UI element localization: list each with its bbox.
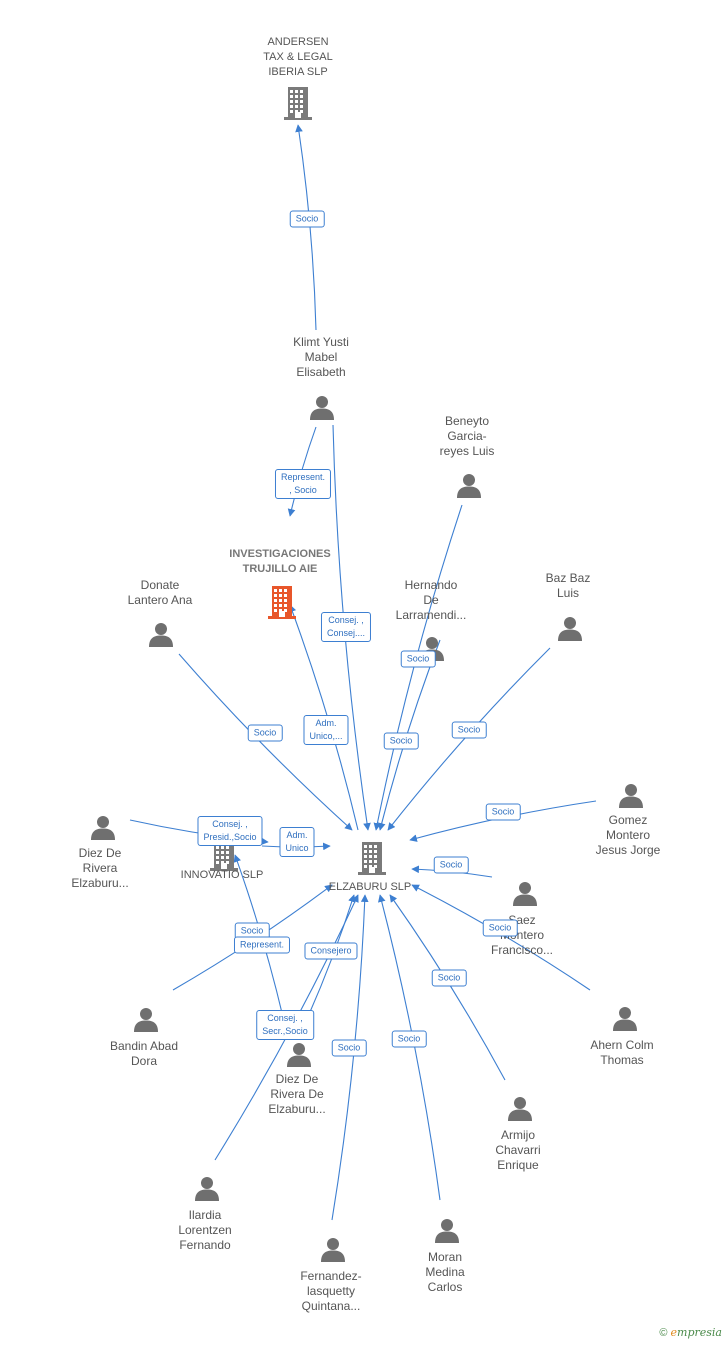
edge-beneyto-to-elzaburu (373, 504, 463, 831)
diez2-person-icon[interactable] (285, 1040, 313, 1073)
gomez-label[interactable]: Gomez Montero Jesus Jorge (595, 813, 661, 857)
relation-badge-fernandez-elzaburu[interactable]: Socio (331, 1039, 367, 1057)
brand-initial: e (670, 1326, 678, 1339)
relation-badge-klimt-trujillo[interactable]: Represent. , Socio (274, 469, 332, 499)
beneyto-person-icon[interactable] (455, 471, 483, 504)
elzaburu-building-icon[interactable] (355, 840, 389, 881)
armijo-person-icon[interactable] (506, 1094, 534, 1127)
donate-person-icon[interactable] (147, 620, 175, 653)
relation-badge-elzaburu-trujillo[interactable]: Adm. Unico,... (303, 715, 349, 745)
relation-badge-innovatio-elzaburu[interactable]: Adm. Unico (279, 827, 315, 857)
hernando-label[interactable]: Hernando De Larramendi... (395, 578, 467, 622)
ahern-person-icon[interactable] (611, 1004, 639, 1037)
donate-label[interactable]: Donate Lantero Ana (127, 578, 193, 607)
trujillo-building-icon[interactable] (265, 584, 299, 625)
klimt-person-icon[interactable] (308, 393, 336, 426)
fernandez-person-icon[interactable] (319, 1235, 347, 1268)
relation-badge-ilardia-elzaburu[interactable]: Consej. , Secr.,Socio (256, 1010, 314, 1040)
relation-badge-gomez-elzaburu[interactable]: Socio (485, 803, 521, 821)
relation-badge-klimt-elzaburu[interactable]: Consej. , Consej.... (320, 612, 372, 642)
edge-donate-to-elzaburu (178, 653, 353, 831)
andersen-building-icon[interactable] (281, 85, 315, 126)
saez-person-icon[interactable] (511, 879, 539, 912)
relation-badge-beneyto-elzaburu[interactable]: Socio (383, 732, 419, 750)
diez1-person-icon[interactable] (89, 813, 117, 846)
bandin-label[interactable]: Bandin Abad Dora (109, 1039, 179, 1068)
brand-name: mpresia (677, 1326, 722, 1339)
edge-moran-to-elzaburu (378, 894, 441, 1201)
bandin-person-icon[interactable] (132, 1005, 160, 1038)
relation-badge-klimt-andersen[interactable]: Socio (289, 210, 325, 228)
trujillo-label[interactable]: INVESTIGACIONES TRUJILLO AIE (229, 548, 331, 575)
ilardia-label[interactable]: Ilardia Lorentzen Fernando (178, 1208, 232, 1252)
moran-person-icon[interactable] (433, 1216, 461, 1249)
bazbaz-label[interactable]: Baz Baz Luis (545, 571, 591, 600)
relation-badge-hernando-elzaburu[interactable]: Socio (400, 650, 436, 668)
fernandez-label[interactable]: Fernandez- lasquetty Quintana... (300, 1269, 362, 1313)
relation-badge-bazbaz-elzaburu[interactable]: Socio (451, 721, 487, 739)
footer-brand: © empresia (659, 1326, 722, 1339)
edge-fernandez-to-elzaburu (331, 894, 369, 1221)
beneyto-label[interactable]: Beneyto Garcia- reyes Luis (439, 414, 495, 458)
ilardia-person-icon[interactable] (193, 1174, 221, 1207)
relation-badge-moran-elzaburu[interactable]: Socio (391, 1030, 427, 1048)
innovatio-label[interactable]: INNOVATIO SLP (180, 869, 264, 881)
diez2-label[interactable]: Diez De Rivera De Elzaburu... (268, 1072, 326, 1116)
elzaburu-label[interactable]: ELZABURU SLP (328, 881, 412, 893)
relation-badge-armijo-elzaburu[interactable]: Socio (431, 969, 467, 987)
ahern-label[interactable]: Ahern Colm Thomas (590, 1038, 654, 1067)
moran-label[interactable]: Moran Medina Carlos (425, 1250, 465, 1294)
relation-badge-saez-elzaburu[interactable]: Socio (433, 856, 469, 874)
gomez-person-icon[interactable] (617, 781, 645, 814)
edge-klimt-to-andersen (295, 124, 317, 331)
klimt-label[interactable]: Klimt Yusti Mabel Elisabeth (293, 335, 349, 379)
diez1-label[interactable]: Diez De Rivera Elzaburu... (71, 846, 129, 890)
copyright-symbol: © (659, 1327, 668, 1339)
relation-badge-diez2-innovatio[interactable]: Represent. (233, 936, 291, 954)
relation-badge-ahern-elzaburu[interactable]: Socio (482, 919, 518, 937)
relation-badge-donate-elzaburu[interactable]: Socio (247, 724, 283, 742)
armijo-label[interactable]: Armijo Chavarri Enrique (495, 1128, 541, 1172)
relation-badge-diez2-elzaburu[interactable]: Consejero (304, 942, 358, 960)
relation-badge-diez1-innovatio[interactable]: Consej. , Presid.,Socio (197, 816, 263, 846)
andersen-label[interactable]: ANDERSEN TAX & LEGAL IBERIA SLP (263, 36, 333, 78)
bazbaz-person-icon[interactable] (556, 614, 584, 647)
